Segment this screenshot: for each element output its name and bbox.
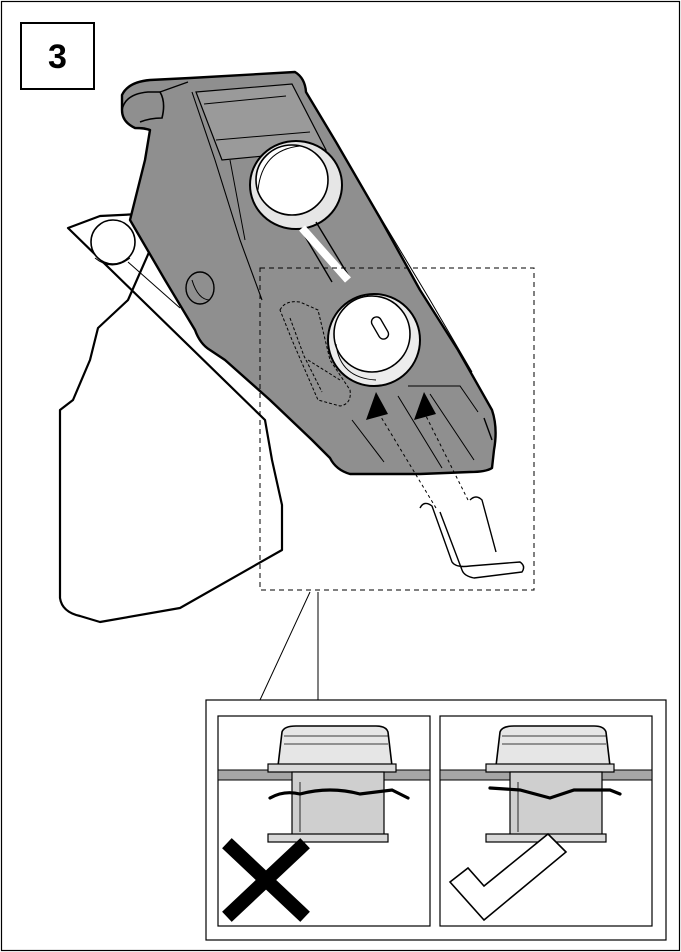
insertion-arrows xyxy=(366,392,469,509)
check-icon xyxy=(448,832,568,922)
arrow-right-icon xyxy=(414,392,436,420)
retaining-clip xyxy=(419,496,525,579)
seal-tether xyxy=(299,221,351,283)
step-number-box: 3 xyxy=(20,22,95,90)
arrow-left-icon xyxy=(366,392,388,420)
panel-correct xyxy=(439,715,653,927)
lower-grommet xyxy=(327,293,421,387)
cross-icon xyxy=(222,838,310,922)
detail-leader xyxy=(259,591,319,701)
hidden-detail xyxy=(279,301,351,407)
upper-grommet xyxy=(249,140,343,230)
detail-frame xyxy=(259,267,535,591)
step-number: 3 xyxy=(48,38,67,76)
back-cover-plate xyxy=(58,212,284,624)
panel-incorrect xyxy=(217,715,431,927)
